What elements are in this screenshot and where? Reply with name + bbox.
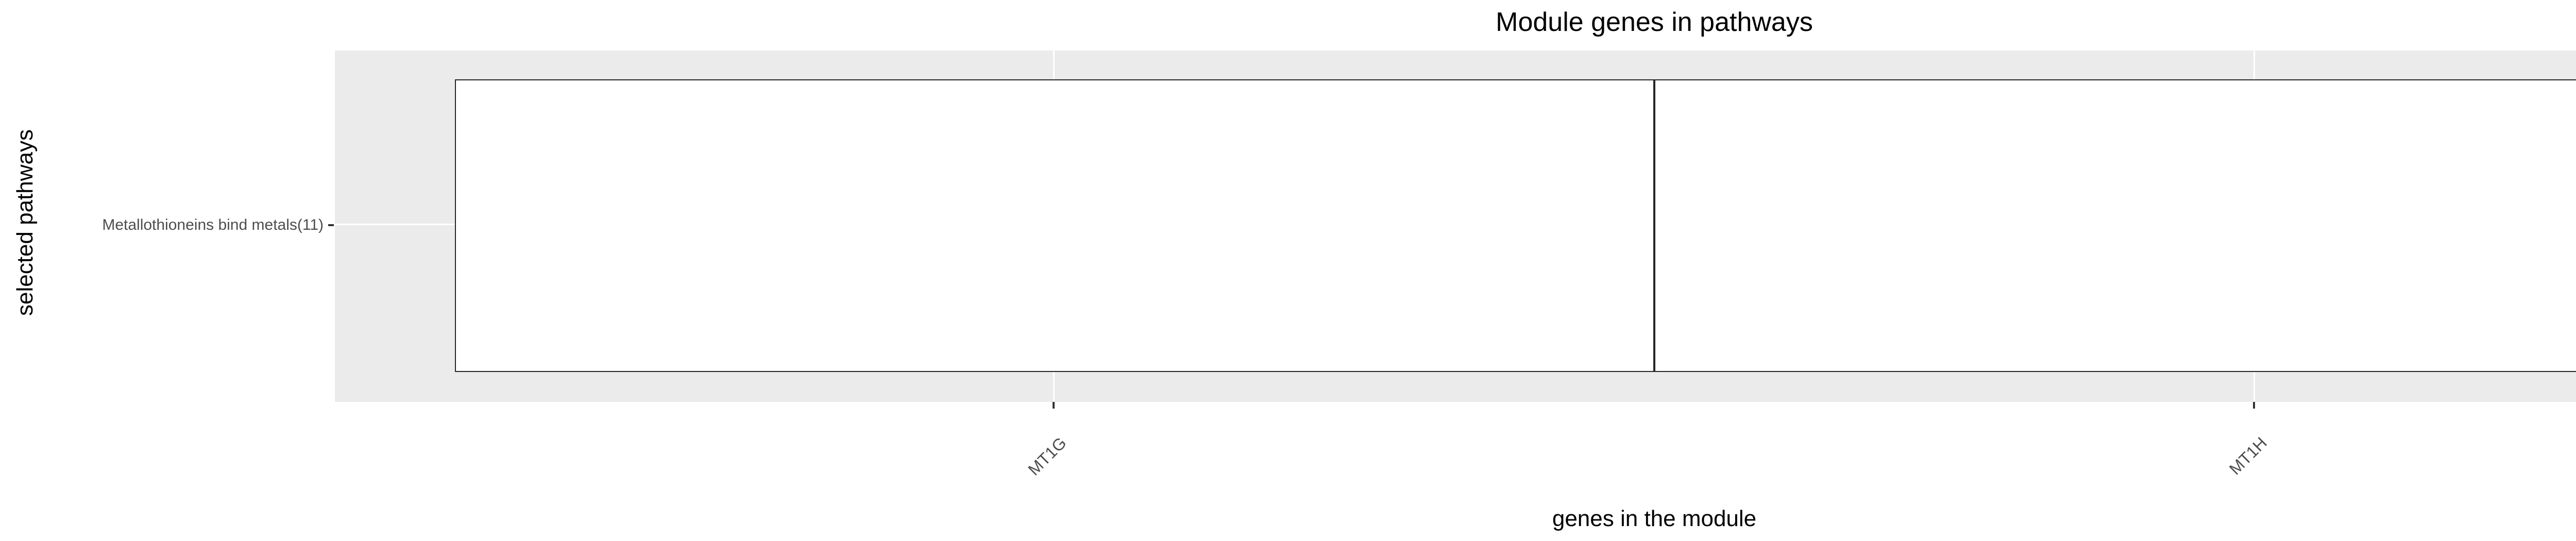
plot-title: Module genes in pathways (1496, 7, 1813, 37)
x-axis-title: genes in the module (1552, 506, 1757, 531)
y-axis-title: selected pathways (12, 129, 38, 316)
x-axis-tick-mark-mt1h (2253, 402, 2255, 409)
y-axis-tick-label: Metallothioneins bind metals(11) (102, 216, 324, 233)
x-axis-tick-label-mt1g: MT1G (1024, 433, 1070, 479)
heatmap-tile-mt1g (455, 79, 1654, 372)
y-axis-tick-mark (328, 224, 334, 226)
plot-panel (335, 50, 2576, 402)
x-axis-tick-label-mt1h: MT1H (2225, 433, 2270, 479)
x-axis-tick-mark-mt1g (1053, 402, 1055, 409)
heatmap-tile-mt1h (1654, 79, 2576, 372)
